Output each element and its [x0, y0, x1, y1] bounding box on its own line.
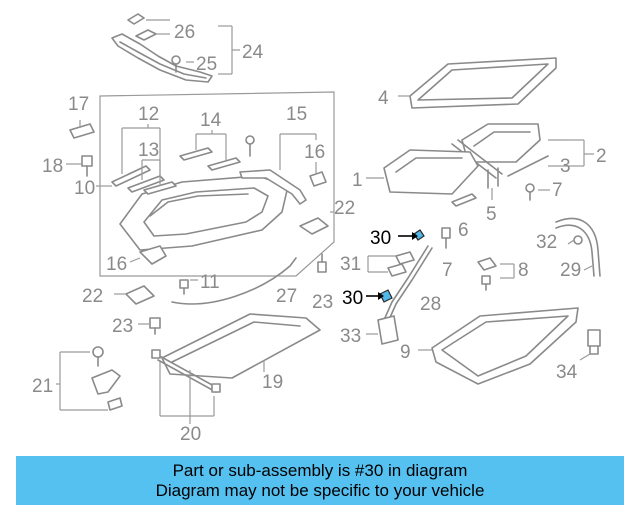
part-30-lower	[379, 289, 393, 303]
callout-22-upper: 22	[334, 198, 355, 219]
callout-21: 21	[32, 376, 53, 397]
callout-10: 10	[74, 178, 95, 199]
callout-2: 2	[596, 146, 607, 167]
callout-11: 11	[200, 272, 220, 293]
callout-numbers: 26 24 25 17 12 13 14 15 16 18 10 16 4 2 …	[32, 22, 607, 445]
drive-cable-parts	[114, 211, 601, 355]
callout-8: 8	[518, 260, 529, 281]
callout-31: 31	[340, 254, 361, 275]
callout-28: 28	[420, 294, 441, 315]
callout-15: 15	[286, 104, 307, 125]
glass-panels	[366, 57, 594, 207]
callout-33: 33	[340, 326, 361, 347]
callout-5: 5	[486, 204, 497, 225]
parts-diagram: 26 24 25 17 12 13 14 15 16 18 10 16 4 2 …	[32, 13, 607, 445]
callout-18: 18	[42, 156, 63, 177]
callout-7-lower: 7	[442, 260, 453, 281]
banner-line-disclaimer: Diagram may not be specific to your vehi…	[155, 481, 485, 500]
callout-1: 1	[352, 170, 363, 191]
part-30-upper	[413, 229, 425, 241]
frame-assembly	[66, 91, 335, 277]
callout-17: 17	[68, 94, 89, 115]
callout-27: 27	[276, 286, 297, 307]
callout-30-upper: 30	[370, 228, 391, 249]
callout-12: 12	[138, 104, 159, 125]
highlighted-part-30	[366, 229, 425, 303]
callout-23-lower: 23	[112, 316, 133, 337]
info-banner: Part or sub-assembly is #30 in diagram D…	[16, 456, 624, 505]
callout-9: 9	[400, 342, 411, 363]
banner-line-part-number: Part or sub-assembly is #30 in diagram	[172, 461, 468, 480]
callout-34: 34	[556, 362, 578, 383]
callout-13: 13	[138, 140, 159, 161]
callout-24: 24	[242, 42, 264, 63]
wind-deflector-assembly	[111, 13, 240, 83]
callout-14: 14	[200, 110, 222, 131]
callout-25: 25	[196, 54, 217, 75]
callout-3: 3	[560, 156, 571, 177]
callout-16-lower: 16	[106, 254, 127, 275]
callout-6: 6	[458, 220, 469, 241]
callout-30-lower: 30	[342, 288, 363, 309]
callout-26: 26	[174, 22, 195, 43]
callout-20: 20	[180, 424, 201, 445]
sunshade-and-seal	[56, 239, 593, 424]
callout-22-lower: 22	[82, 286, 103, 307]
callout-23-upper: 23	[312, 292, 333, 313]
callout-4: 4	[378, 88, 389, 109]
callout-16-upper: 16	[304, 142, 325, 163]
callout-7-upper: 7	[552, 180, 563, 201]
callout-19: 19	[262, 372, 283, 393]
callout-29: 29	[560, 260, 581, 281]
callout-32: 32	[536, 232, 557, 253]
